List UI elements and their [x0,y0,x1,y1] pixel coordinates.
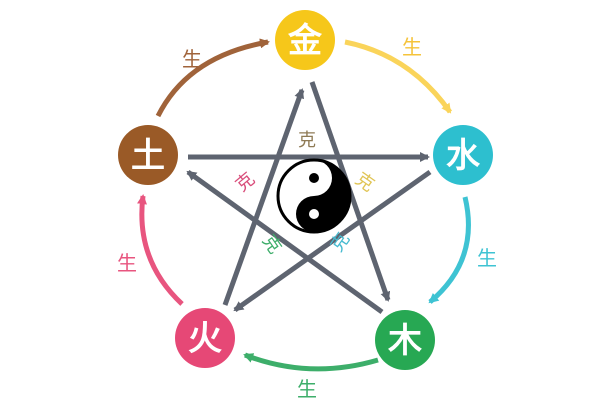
generating-arrow-water-wood [428,196,471,304]
yin-yang-icon [276,158,352,234]
element-fire: 火 [175,308,235,368]
water-label: 水 [446,136,481,176]
generating-arrow-earth-metal [155,38,270,118]
metal-label: 金 [287,21,323,61]
controlling-label-lower-right: 克 [327,229,355,256]
controlling-arrow-wood-earth [186,169,384,315]
generating-arrow-metal-water [344,39,453,114]
generating-label-metal-water: 生 [402,35,422,59]
earth-label: 土 [131,136,165,176]
controlling-arrow-water-fire [233,169,432,313]
water-circle [433,125,493,185]
controlling-label-top: 克 [298,130,316,151]
controlling-arrow-fire-metal [222,88,305,306]
generating-arrow-wood-fire [243,352,379,372]
controlling-label-right: 克 [351,169,378,197]
controlling-label-left: 克 [232,169,259,197]
element-earth: 土 [118,125,178,185]
element-metal: 金 [275,10,335,70]
generating-label-wood-fire: 生 [297,377,317,400]
generating-label-fire-earth: 生 [117,251,137,275]
fire-circle [175,308,235,368]
wood-circle [375,310,435,370]
generating-label-water-wood: 生 [477,246,497,270]
element-water: 水 [433,125,493,185]
controlling-label-lower-left: 克 [258,231,286,258]
metal-circle [275,10,335,70]
fire-label: 火 [188,319,222,359]
element-wood: 木 [375,310,435,370]
earth-circle [118,125,178,185]
generating-label-earth-metal: 生 [182,47,202,71]
wood-label: 木 [387,321,422,361]
generating-labels: 生 生 生 生 生 [117,35,497,400]
generating-cycle [137,38,471,372]
generating-arrow-fire-earth [137,194,184,306]
